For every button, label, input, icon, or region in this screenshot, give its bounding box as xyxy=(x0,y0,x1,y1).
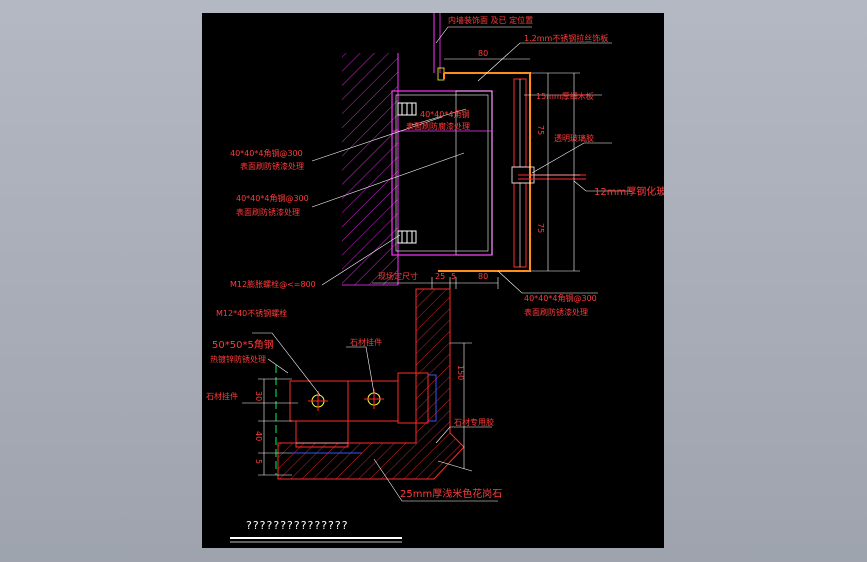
dim-80-bottom: 80 xyxy=(478,272,488,281)
dim-vertical-2: 75 xyxy=(536,223,545,233)
stainless-bolt-1 xyxy=(308,391,328,411)
dim-25: 25 xyxy=(435,272,445,281)
label-angle-inner-2: 表面刷防腐漆处理 xyxy=(406,121,470,131)
stainless-cladding xyxy=(438,72,531,272)
label-right-bottom-a: 40*40*4角钢@300 xyxy=(524,293,597,303)
dim-5: 5 xyxy=(451,272,456,281)
label-left-2a: 40*40*4角钢@300 xyxy=(236,193,309,203)
dim-80-top: 80 xyxy=(478,49,488,58)
label-granite: 25mm厚浅米色花岗石 xyxy=(400,487,502,500)
site-dim-label: 现场定尺寸 xyxy=(378,271,418,281)
dim-left-40: 40 xyxy=(254,431,263,441)
drawing-sheet: 75 75 80 现场定尺寸 25 5 80 xyxy=(202,13,664,548)
label-galvanized: 热镀锌防锈处理 xyxy=(210,354,266,364)
label-glass: 12mm厚钢化玻璃 xyxy=(594,185,664,198)
label-m12-expansion: M12膨胀螺栓@<=800 xyxy=(230,279,316,289)
label-stainless-plate: 1.2mm不锈钢拉丝饰板 xyxy=(524,33,608,43)
wood-board xyxy=(513,78,527,268)
label-stone-glue: 石材专用胶 xyxy=(454,417,494,427)
label-left-1b: 表面刷防锈漆处理 xyxy=(240,161,304,171)
label-angle-inner-1: 40*40*4角钢 xyxy=(420,109,469,119)
label-glue: 透明玻璃胶 xyxy=(554,133,594,143)
left-dimensions xyxy=(258,378,292,476)
label-stone-hanger-2: 石材挂件 xyxy=(350,337,382,347)
right-dimensions xyxy=(530,72,580,272)
angle-steel-bracket xyxy=(289,372,429,448)
label-wall-face: 内墙装饰面 及已 定位置 xyxy=(448,15,533,25)
wall-face xyxy=(433,13,445,81)
dim-left-5: 5 xyxy=(254,459,263,464)
drawing-title: ??????????????? xyxy=(246,519,349,532)
label-left-1a: 40*40*4角钢@300 xyxy=(230,148,303,158)
anchor-bolt-bottom xyxy=(397,230,417,244)
label-right-bottom-b: 表面刷防锈漆处理 xyxy=(524,307,588,317)
concrete-wall xyxy=(342,53,399,286)
granite-stone-section xyxy=(277,288,465,480)
label-left-2b: 表面刷防锈漆处理 xyxy=(236,207,300,217)
label-angle-50: 50*50*5角钢 xyxy=(212,338,274,351)
dim-left-30: 30 xyxy=(254,391,263,401)
label-wood-board: 15mm厚细木板 xyxy=(536,91,594,101)
dim-150-line xyxy=(450,342,472,469)
label-m12-stainless-bolt: M12*40不锈钢螺栓 xyxy=(216,308,287,318)
section-drawing: 75 75 80 现场定尺寸 25 5 80 xyxy=(206,13,664,543)
leaders-upper xyxy=(311,26,632,294)
dim-150: 150 xyxy=(456,365,465,380)
steel-frame xyxy=(391,90,493,256)
dim-vertical-1: 75 xyxy=(536,125,545,135)
anchor-bolt-top xyxy=(397,102,417,116)
label-stone-hanger-1: 石材挂件 xyxy=(206,391,238,401)
leaders-lower xyxy=(242,332,498,502)
